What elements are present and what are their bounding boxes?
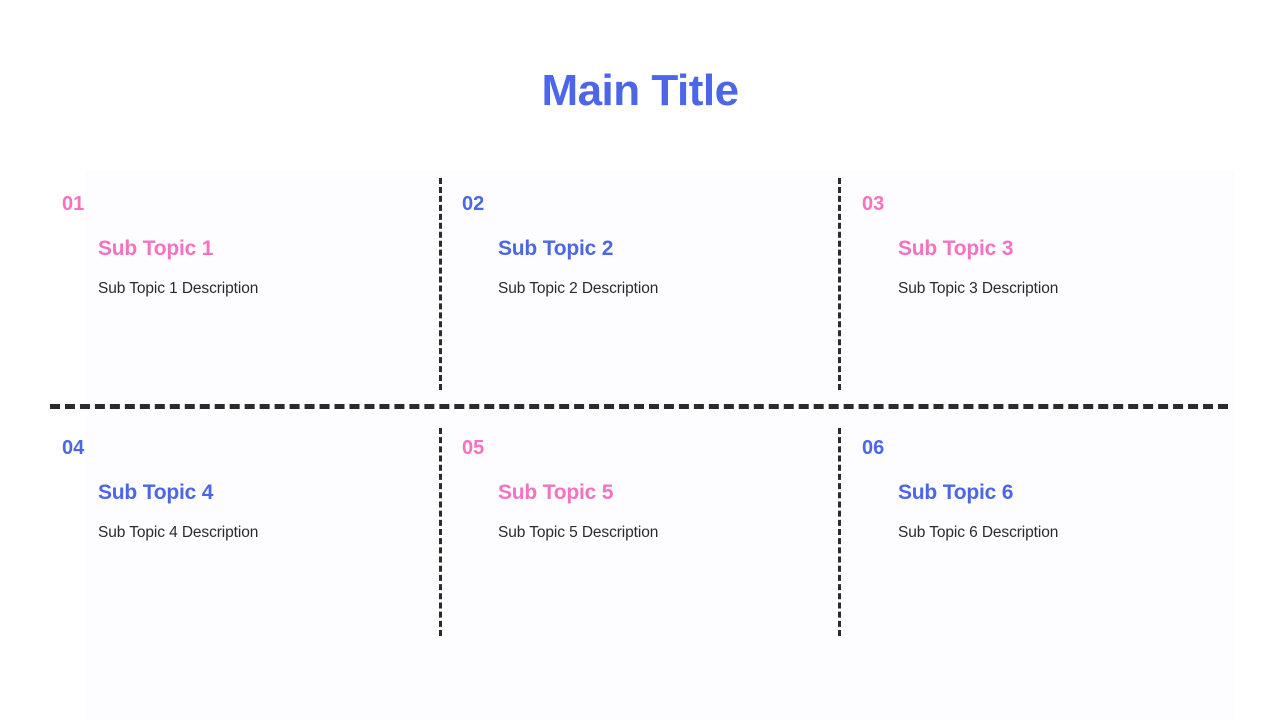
topic-description: Sub Topic 4 Description	[98, 524, 259, 542]
divider-vertical-top-left	[439, 178, 442, 390]
topic-description: Sub Topic 5 Description	[498, 524, 659, 542]
topic-description: Sub Topic 1 Description	[98, 280, 259, 298]
topic-number: 01	[62, 193, 85, 215]
topic-number: 03	[862, 193, 885, 215]
topic-cell-03[interactable]: 03 Sub Topic 3 Sub Topic 3 Description	[862, 194, 1192, 300]
topic-title: Sub Topic 6	[898, 481, 1014, 504]
topic-title: Sub Topic 3	[898, 237, 1014, 260]
topic-title: Sub Topic 5	[498, 481, 614, 504]
topic-number: 06	[862, 437, 885, 459]
divider-vertical-top-right	[838, 178, 841, 390]
topic-cell-05[interactable]: 05 Sub Topic 5 Sub Topic 5 Description	[462, 438, 792, 544]
topic-cell-01[interactable]: 01 Sub Topic 1 Sub Topic 1 Description	[62, 194, 392, 300]
topic-title: Sub Topic 2	[498, 237, 614, 260]
topic-description: Sub Topic 6 Description	[898, 524, 1059, 542]
topic-number: 05	[462, 437, 485, 459]
divider-horizontal	[50, 404, 1228, 409]
topic-cell-04[interactable]: 04 Sub Topic 4 Sub Topic 4 Description	[62, 438, 392, 544]
topic-grid: 01 Sub Topic 1 Sub Topic 1 Description 0…	[0, 178, 1280, 638]
topic-title: Sub Topic 4	[98, 481, 214, 504]
divider-vertical-bottom-right	[838, 428, 841, 636]
topic-description: Sub Topic 3 Description	[898, 280, 1059, 298]
topic-title: Sub Topic 1	[98, 237, 214, 260]
topic-number: 04	[62, 437, 85, 459]
page-title: Main Title	[541, 66, 739, 116]
topic-number: 02	[462, 193, 485, 215]
topic-cell-02[interactable]: 02 Sub Topic 2 Sub Topic 2 Description	[462, 194, 792, 300]
topic-description: Sub Topic 2 Description	[498, 280, 659, 298]
divider-vertical-bottom-left	[439, 428, 442, 636]
topic-cell-06[interactable]: 06 Sub Topic 6 Sub Topic 6 Description	[862, 438, 1192, 544]
